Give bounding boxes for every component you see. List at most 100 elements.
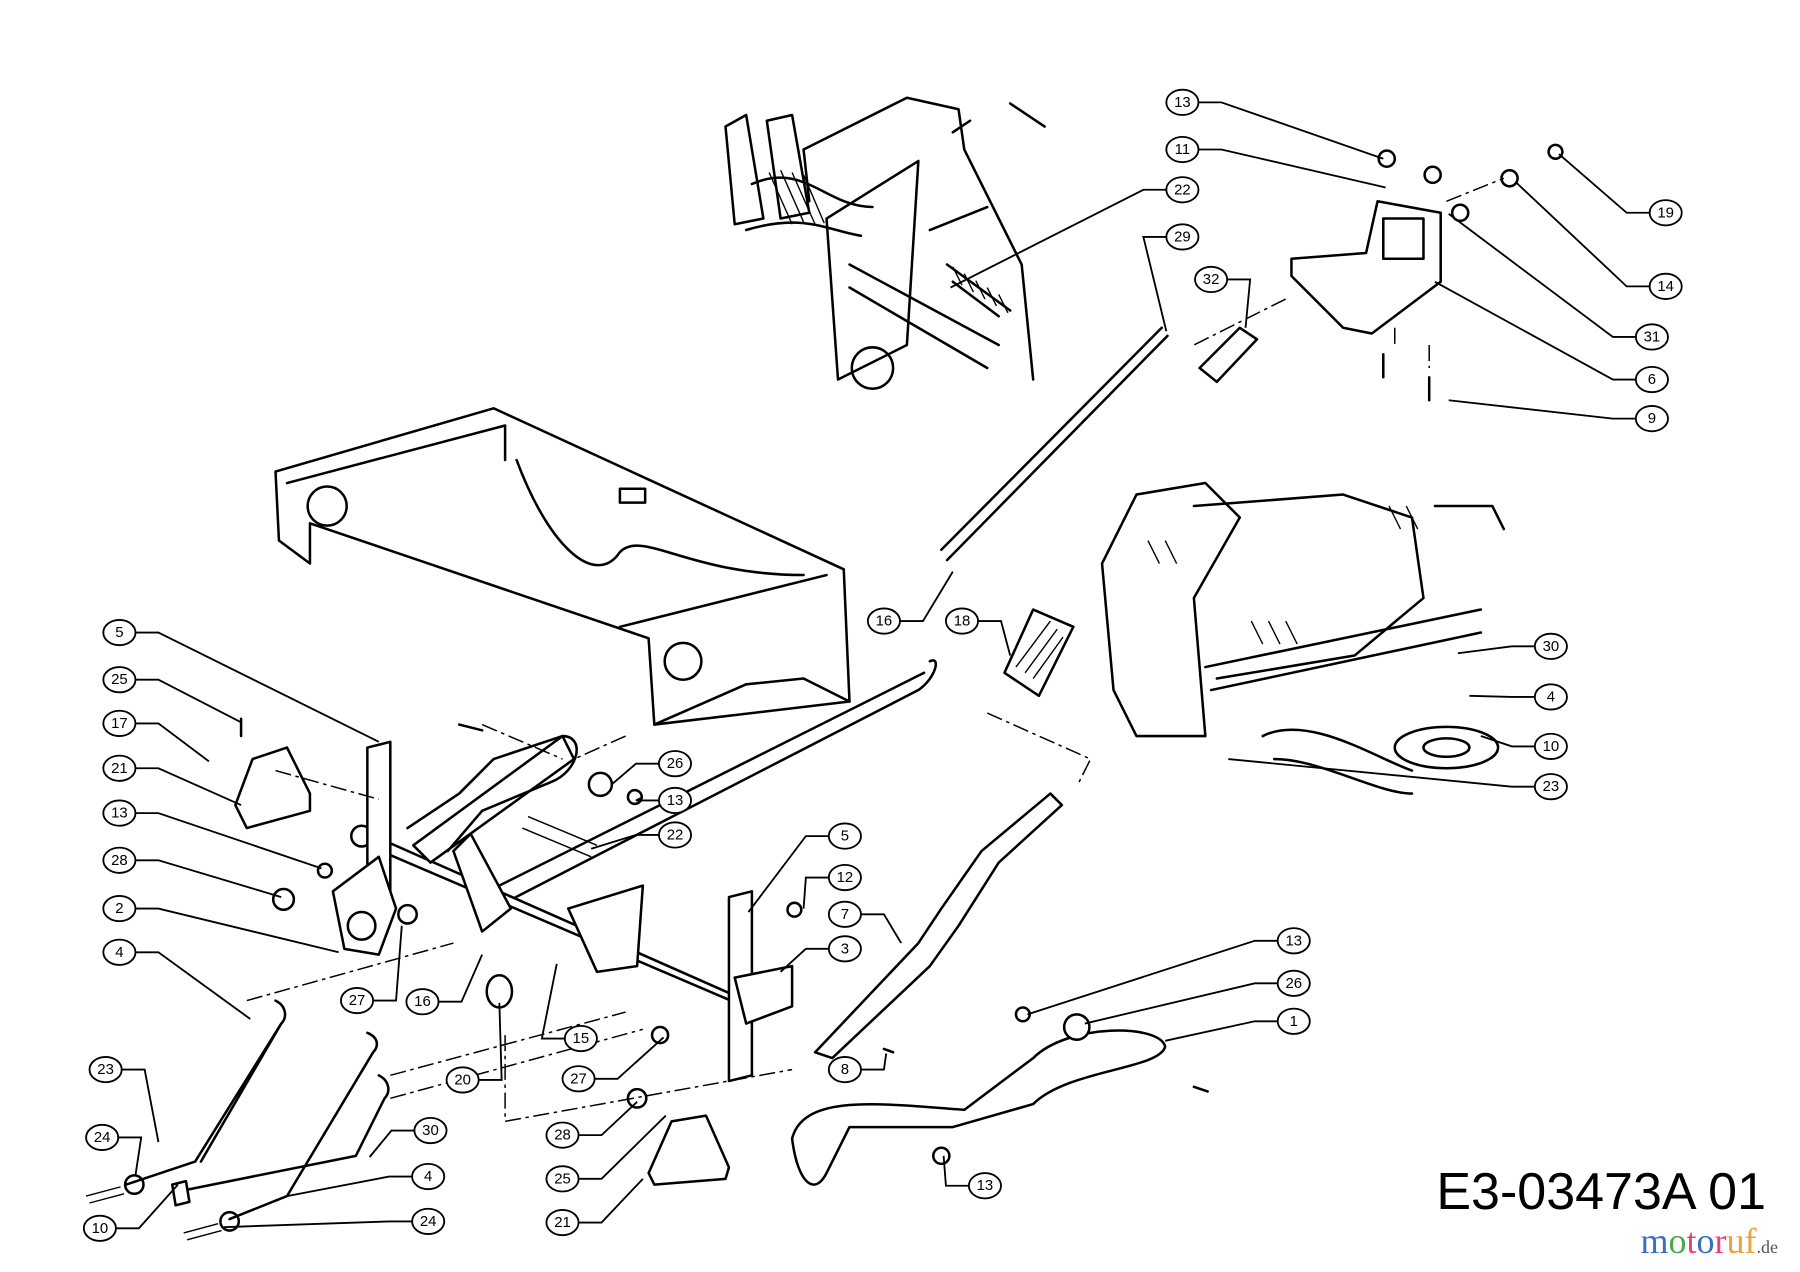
pedal-pad bbox=[1003, 608, 1075, 698]
leader-line bbox=[747, 835, 829, 913]
leader-line bbox=[135, 859, 282, 898]
callout-12: 12 bbox=[802, 863, 862, 909]
leader-line bbox=[115, 1183, 179, 1230]
callout-21: 21 bbox=[545, 1178, 644, 1237]
leader-line bbox=[135, 767, 242, 806]
callout-2: 2 bbox=[102, 895, 339, 954]
callout-bubble bbox=[445, 1066, 480, 1094]
callout-bubble bbox=[102, 938, 137, 966]
callout-bubble bbox=[1533, 632, 1568, 660]
callout-24: 24 bbox=[85, 1123, 143, 1176]
leader-line bbox=[578, 1114, 667, 1180]
leader-line bbox=[860, 1053, 888, 1071]
callout-number: 28 bbox=[554, 1127, 571, 1144]
lift-rod bbox=[486, 659, 938, 910]
callout-bubble bbox=[545, 1208, 580, 1237]
callout-number: 10 bbox=[92, 1220, 109, 1237]
callout-21: 21 bbox=[102, 754, 242, 806]
leader-line bbox=[611, 762, 659, 786]
callout-bubble bbox=[1634, 365, 1669, 394]
callout-number: 24 bbox=[94, 1129, 111, 1146]
leader-line bbox=[1198, 101, 1384, 160]
rod-29 bbox=[940, 326, 1169, 562]
callout-bubble bbox=[1276, 969, 1311, 997]
callout-number: 11 bbox=[1175, 141, 1190, 158]
leader-line bbox=[1198, 148, 1386, 189]
leader-line bbox=[1027, 939, 1278, 1016]
callout-number: 17 bbox=[111, 715, 128, 732]
callout-bubble bbox=[945, 607, 979, 635]
callout-number: 32 bbox=[1203, 271, 1220, 288]
callout-3: 3 bbox=[779, 935, 862, 973]
callout-number: 5 bbox=[841, 828, 849, 845]
callout-bubble bbox=[102, 846, 137, 874]
leader-line bbox=[900, 571, 954, 622]
callout-bubble bbox=[1634, 405, 1669, 433]
callout-31: 31 bbox=[1448, 213, 1669, 351]
callout-bubble bbox=[658, 786, 692, 815]
leader-line bbox=[1558, 153, 1650, 214]
callout-4: 4 bbox=[102, 938, 251, 1020]
leader-line bbox=[135, 678, 242, 724]
bracket-6 bbox=[1290, 143, 1564, 402]
leader-line bbox=[135, 631, 380, 743]
callout-bubble bbox=[545, 1121, 580, 1149]
leader-line bbox=[635, 796, 659, 802]
leader-line bbox=[860, 913, 902, 944]
callout-26: 26 bbox=[1084, 969, 1311, 1025]
callout-number: 28 bbox=[111, 852, 128, 869]
callout-bubble bbox=[1194, 265, 1229, 294]
leader-line bbox=[368, 1129, 415, 1158]
callout-number: 22 bbox=[1174, 181, 1191, 198]
callout-number: 13 bbox=[1285, 932, 1302, 949]
callout-number: 9 bbox=[1648, 410, 1656, 427]
callout-number: 20 bbox=[454, 1071, 471, 1088]
callout-number: 21 bbox=[111, 760, 128, 777]
callout-bubble bbox=[545, 1165, 580, 1193]
leader-line bbox=[1457, 645, 1535, 655]
callout-5: 5 bbox=[102, 618, 380, 743]
callout-bubble bbox=[827, 822, 862, 850]
callout-bubble bbox=[340, 987, 375, 1015]
leader-line bbox=[135, 722, 210, 763]
callout-30: 30 bbox=[368, 1116, 448, 1158]
callout-bubble bbox=[102, 666, 137, 694]
leader-line bbox=[950, 188, 1167, 289]
control-rods bbox=[85, 999, 390, 1241]
callout-number: 29 bbox=[1174, 228, 1191, 245]
callout-28: 28 bbox=[102, 846, 282, 898]
watermark-logo: motoruf.de bbox=[1640, 1221, 1778, 1261]
hardware bbox=[239, 717, 1209, 1166]
callout-number: 19 bbox=[1657, 204, 1674, 221]
callout-number: 13 bbox=[111, 805, 128, 822]
callout-number: 1 bbox=[1290, 1013, 1298, 1030]
callout-bubble bbox=[88, 1056, 123, 1084]
callout-number: 13 bbox=[977, 1177, 994, 1194]
callout-number: 13 bbox=[1174, 94, 1191, 111]
leader-line bbox=[779, 947, 829, 973]
leader-line bbox=[373, 925, 403, 1002]
callout-15: 15 bbox=[540, 963, 598, 1053]
callout-25: 25 bbox=[102, 666, 242, 724]
callout-number: 4 bbox=[424, 1168, 432, 1185]
callout-number: 27 bbox=[570, 1070, 587, 1087]
callout-number: 18 bbox=[954, 613, 971, 630]
callout-number: 27 bbox=[349, 992, 366, 1009]
callout-number: 23 bbox=[97, 1061, 114, 1078]
leader-line bbox=[1228, 758, 1535, 788]
drawing-code: E3-03473A 01 bbox=[1436, 1163, 1766, 1221]
callout-bubble bbox=[866, 607, 901, 635]
callout-22: 22 bbox=[590, 821, 692, 850]
callout-16: 16 bbox=[405, 954, 483, 1016]
callout-bubble bbox=[1648, 272, 1683, 300]
callout-number: 22 bbox=[667, 826, 684, 843]
leader-line bbox=[135, 907, 339, 954]
callout-bubble bbox=[413, 1116, 448, 1145]
leader-line bbox=[135, 812, 322, 870]
callout-number: 15 bbox=[573, 1030, 590, 1047]
inset-lift-assembly bbox=[724, 96, 1046, 390]
sleeve-32 bbox=[1198, 326, 1259, 384]
callout-number: 4 bbox=[115, 944, 123, 961]
leader-line bbox=[1164, 1020, 1278, 1042]
callout-number: 10 bbox=[1543, 738, 1560, 755]
